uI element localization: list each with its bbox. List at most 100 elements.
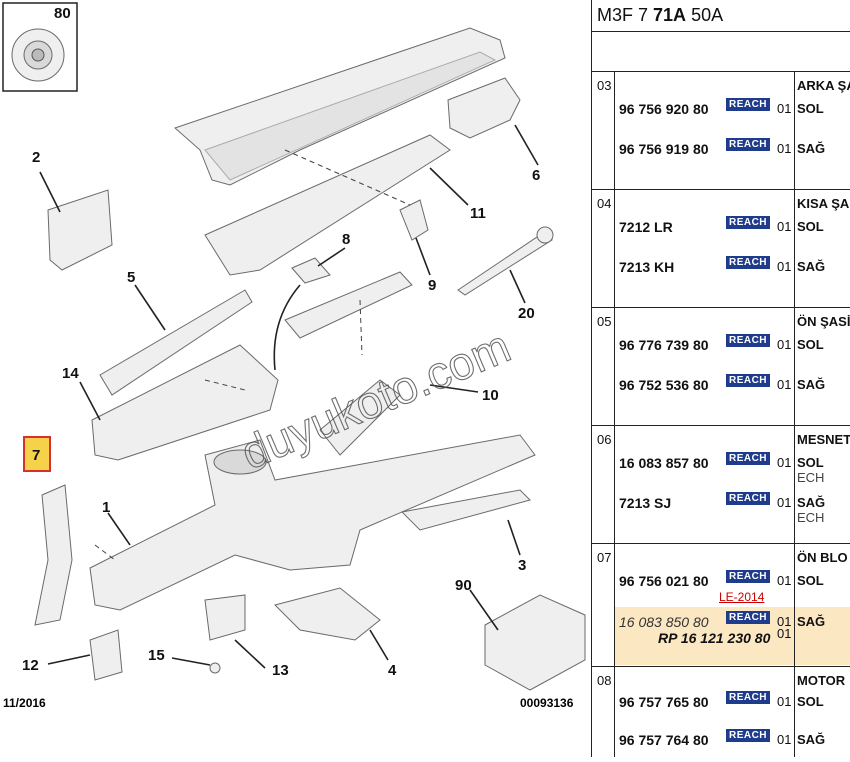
part-side: SAĞ: [797, 495, 826, 510]
part-qty: 01: [777, 614, 792, 629]
part-row[interactable]: 16 083 857 80 REACH 01 SOL ECH: [592, 451, 850, 485]
part-row[interactable]: 96 756 021 80 REACH 01 SOL: [592, 569, 850, 595]
part-10-bracket: [284, 271, 413, 339]
part-side: SOL: [797, 455, 824, 470]
part-qty: 01: [777, 694, 792, 709]
part-qty: 01: [777, 337, 792, 352]
reach-badge: REACH: [726, 256, 770, 269]
callout-9: 9: [428, 277, 436, 294]
group-number: 03: [597, 78, 612, 93]
part-reference[interactable]: 96 756 919 80: [619, 141, 709, 157]
part-row[interactable]: 7212 LR REACH 01 SOL: [592, 215, 850, 241]
part-reference[interactable]: 7213 KH: [619, 259, 675, 275]
part-reference[interactable]: 96 757 764 80: [619, 732, 709, 748]
part-80-inset: [2, 2, 78, 92]
part-reference[interactable]: 96 757 765 80: [619, 694, 709, 710]
part-side: SOL: [797, 337, 824, 352]
reach-badge: REACH: [726, 98, 770, 111]
part-reference[interactable]: 96 756 021 80: [619, 573, 709, 589]
header-code: M3F 7: [597, 5, 649, 25]
group-description: ARKA ŞA: [797, 78, 850, 93]
group-number: 08: [597, 673, 612, 688]
part-side: SAĞ: [797, 141, 826, 156]
part-reference[interactable]: 96 756 920 80: [619, 101, 709, 117]
callout-7-highlight: [23, 436, 51, 472]
part-qty: 01: [777, 455, 792, 470]
group-06: 06 MESNET 16 083 857 80 REACH 01 SOL ECH…: [592, 426, 850, 544]
part-3: [400, 489, 531, 531]
group-number: 04: [597, 196, 612, 211]
part-13: [204, 594, 246, 641]
part-side: SAĞ: [797, 259, 826, 274]
part-row[interactable]: 96 776 739 80 REACH 01 SOL: [592, 333, 850, 359]
part-side: SOL: [797, 694, 824, 709]
part-10: [319, 379, 401, 456]
part-row[interactable]: 96 756 919 80 REACH 01 SAĞ: [592, 137, 850, 163]
group-number: 05: [597, 314, 612, 329]
part-reference[interactable]: 16 083 850 80: [619, 614, 709, 630]
part-row[interactable]: 7213 KH REACH 01 SAĞ: [592, 255, 850, 281]
diagram-date: 11/2016: [3, 696, 46, 710]
group-03: 03 ARKA ŞA 96 756 920 80 REACH 01 SOL 96…: [592, 72, 850, 190]
drawing-number: 00093136: [520, 696, 574, 710]
part-12: [89, 629, 123, 681]
part-side: SAĞ: [797, 614, 826, 629]
part-reference[interactable]: 96 752 536 80: [619, 377, 709, 393]
part-note: ECH: [797, 470, 825, 485]
part-qty: 01: [777, 495, 792, 510]
part-qty: 01: [777, 141, 792, 156]
part-reference[interactable]: 96 776 739 80: [619, 337, 709, 353]
callout-4: 4: [388, 662, 397, 679]
part-6: [447, 77, 521, 139]
reach-badge: REACH: [726, 334, 770, 347]
reach-badge: REACH: [726, 216, 770, 229]
part-reference[interactable]: 7212 LR: [619, 219, 673, 235]
group-07: 07 ÖN BLO 96 756 021 80 REACH 01 SOL LE-…: [592, 544, 850, 667]
part-note: ECH: [797, 510, 825, 525]
group-number: 07: [597, 550, 612, 565]
part-qty: 01: [777, 219, 792, 234]
part-row[interactable]: 96 757 765 80 REACH 01 SOL: [592, 690, 850, 716]
part-9: [399, 199, 429, 241]
header-bold: 71A: [653, 5, 687, 25]
reach-badge: REACH: [726, 570, 770, 583]
replacement-reference[interactable]: RP 16 121 230 80: [658, 630, 771, 646]
reach-badge: REACH: [726, 138, 770, 151]
group-description: ÖN BLO: [797, 550, 848, 565]
callout-80: 80: [54, 5, 71, 22]
replacement-qty: 01: [777, 626, 792, 641]
callout-2: 2: [32, 149, 40, 166]
part-90-kit: [484, 594, 586, 691]
part-side: SOL: [797, 573, 824, 588]
superseded-note[interactable]: LE-2014: [719, 590, 765, 604]
callout-12: 12: [22, 657, 39, 674]
part-15: [209, 662, 221, 674]
callout-3: 3: [518, 557, 526, 574]
group-description: ÖN ŞASİ: [797, 314, 850, 329]
part-reference[interactable]: 7213 SJ: [619, 495, 672, 511]
part-side: SAĞ: [797, 377, 826, 392]
part-row-superseded[interactable]: LE-2014 16 083 850 80 REACH 01 SAĞ RP 16…: [592, 590, 850, 646]
callout-6: 6: [532, 167, 540, 184]
header-tail: 50A: [691, 5, 724, 25]
part-row[interactable]: 96 756 920 80 REACH 01 SOL: [592, 97, 850, 123]
part-2: [47, 189, 113, 271]
group-description: KISA ŞA: [797, 196, 850, 211]
part-side: SAĞ: [797, 732, 826, 747]
diagram-svg: .p { fill:#efefef; stroke:#6a6a6a; strok…: [2, 2, 586, 710]
group-05: 05 ÖN ŞASİ 96 776 739 80 REACH 01 SOL 96…: [592, 308, 850, 426]
part-row[interactable]: 96 757 764 80 REACH 01 SAĞ: [592, 728, 850, 754]
part-reference[interactable]: 16 083 857 80: [619, 455, 709, 471]
reach-badge: REACH: [726, 492, 770, 505]
callout-90: 90: [455, 577, 472, 594]
callout-13: 13: [272, 662, 289, 679]
part-side: SOL: [797, 219, 824, 234]
part-row[interactable]: 96 752 536 80 REACH 01 SAĞ: [592, 373, 850, 399]
callout-1: 1: [102, 499, 110, 516]
callout-8: 8: [342, 231, 350, 248]
reach-badge: REACH: [726, 611, 770, 624]
part-qty: 01: [777, 101, 792, 116]
part-row[interactable]: 7213 SJ REACH 01 SAĞ ECH: [592, 491, 850, 525]
part-side: SOL: [797, 101, 824, 116]
group-number: 06: [597, 432, 612, 447]
